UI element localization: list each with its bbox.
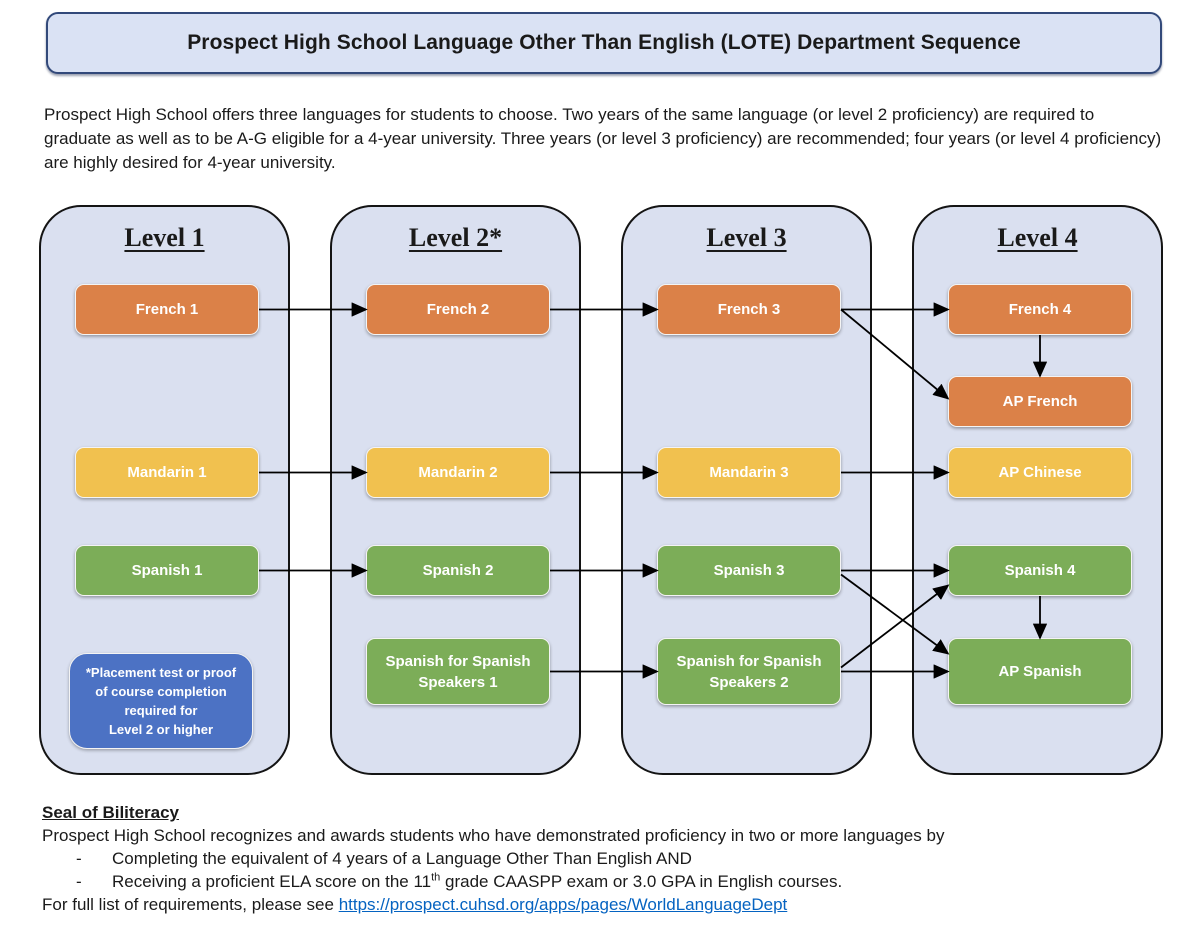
course-label: French 4 (1008, 301, 1072, 318)
bullet-item-1: - Completing the equivalent of 4 years o… (42, 847, 1172, 870)
column-header-level2: Level 2* (408, 223, 503, 252)
course-node-mandarin2: Mandarin 2 (366, 447, 550, 498)
course-label: Spanish 3 (713, 562, 785, 579)
course-node-french3: French 3 (657, 284, 841, 335)
course-label: French 2 (426, 301, 490, 318)
course-node-french1: French 1 (75, 284, 259, 335)
page-title: Prospect High School Language Other Than… (187, 31, 1021, 54)
bullet-text: Completing the equivalent of 4 years of … (112, 849, 692, 868)
course-node-apspanish: AP Spanish (948, 638, 1132, 705)
footer-section: Seal of Biliteracy Prospect High School … (42, 801, 1172, 916)
course-node-apfrench: AP French (948, 376, 1132, 427)
course-node-french4: French 4 (948, 284, 1132, 335)
course-node-spanish1: Spanish 1 (75, 545, 259, 596)
course-label: AP Spanish (998, 663, 1082, 680)
seal-description-line: Prospect High School recognizes and awar… (42, 826, 945, 845)
course-node-french2: French 2 (366, 284, 550, 335)
bullet-dash: - (76, 872, 82, 891)
course-label: AP French (1002, 393, 1078, 410)
bullet-text: Receiving a proficient ELA score on the … (112, 871, 843, 891)
placement-note: *Placement test or proof of course compl… (69, 653, 253, 749)
course-label: Mandarin 2 (418, 464, 498, 481)
course-node-apchinese: AP Chinese (948, 447, 1132, 498)
course-node-sss2: Spanish for Spanish Speakers 2 (657, 638, 841, 705)
title-banner: Prospect High School Language Other Than… (46, 12, 1162, 74)
column-header-level3: Level 3 (706, 223, 787, 252)
intro-paragraph: Prospect High School offers three langua… (44, 105, 1162, 172)
column-header-level4: Level 4 (997, 223, 1078, 252)
course-node-spanish3: Spanish 3 (657, 545, 841, 596)
bullet-item-2: - Receiving a proficient ELA score on th… (42, 870, 1172, 893)
course-label: French 1 (135, 301, 199, 318)
course-label: Spanish 4 (1004, 562, 1076, 579)
course-label: French 3 (717, 301, 781, 318)
course-label: Spanish for Spanish Speakers 1 (385, 652, 531, 691)
course-label: Spanish 1 (131, 562, 203, 579)
course-node-spanish4: Spanish 4 (948, 545, 1132, 596)
course-label: Spanish for Spanish Speakers 2 (676, 652, 822, 691)
course-label: AP Chinese (998, 464, 1082, 481)
course-label: Mandarin 3 (709, 464, 789, 481)
column-header-level1: Level 1 (124, 223, 205, 252)
requirements-line: For full list of requirements, please se… (42, 893, 1172, 916)
seal-of-biliteracy-heading: Seal of Biliteracy (42, 803, 180, 822)
course-node-mandarin3: Mandarin 3 (657, 447, 841, 498)
course-node-sss1: Spanish for Spanish Speakers 1 (366, 638, 550, 705)
requirements-line-text: For full list of requirements, please se… (42, 895, 339, 914)
bullet-dash: - (76, 849, 82, 868)
course-label: Spanish 2 (422, 562, 494, 579)
world-language-dept-link[interactable]: https://prospect.cuhsd.org/apps/pages/Wo… (338, 895, 788, 914)
course-node-mandarin1: Mandarin 1 (75, 447, 259, 498)
course-node-spanish2: Spanish 2 (366, 545, 550, 596)
course-label: Mandarin 1 (127, 464, 207, 481)
